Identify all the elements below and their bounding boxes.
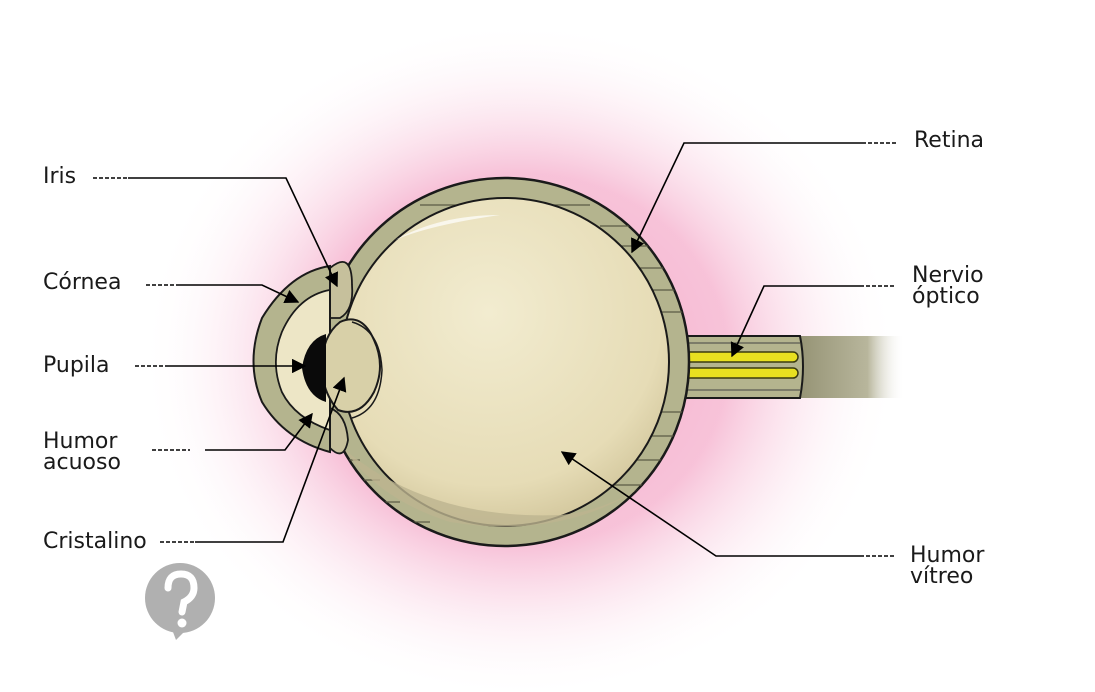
label-humor-vitreo-line1: Humor [910,543,985,568]
leader-lines [93,142,898,557]
label-pupila: Pupila [43,353,110,378]
label-humor-acuoso-line1: Humor [43,429,118,454]
label-retina: Retina [914,128,984,153]
label-cristalino: Cristalino [43,529,147,554]
question-bubble-icon [145,563,215,640]
label-iris: Iris [43,164,76,189]
iris-shape [329,261,354,319]
iris-lower [329,406,349,455]
pupil [302,334,326,402]
label-cornea: Córnea [43,270,121,295]
labels: Iris Córnea Pupila Humor acuoso Cristali… [43,128,985,589]
label-humor-vitreo-line2: vítreo [910,564,973,589]
label-humor-acuoso-line2: acuoso [43,450,121,475]
label-nervio-optico-line2: óptico [912,284,980,309]
vitreous-body [340,197,670,527]
label-nervio-optico-line1: Nervio [912,263,984,288]
